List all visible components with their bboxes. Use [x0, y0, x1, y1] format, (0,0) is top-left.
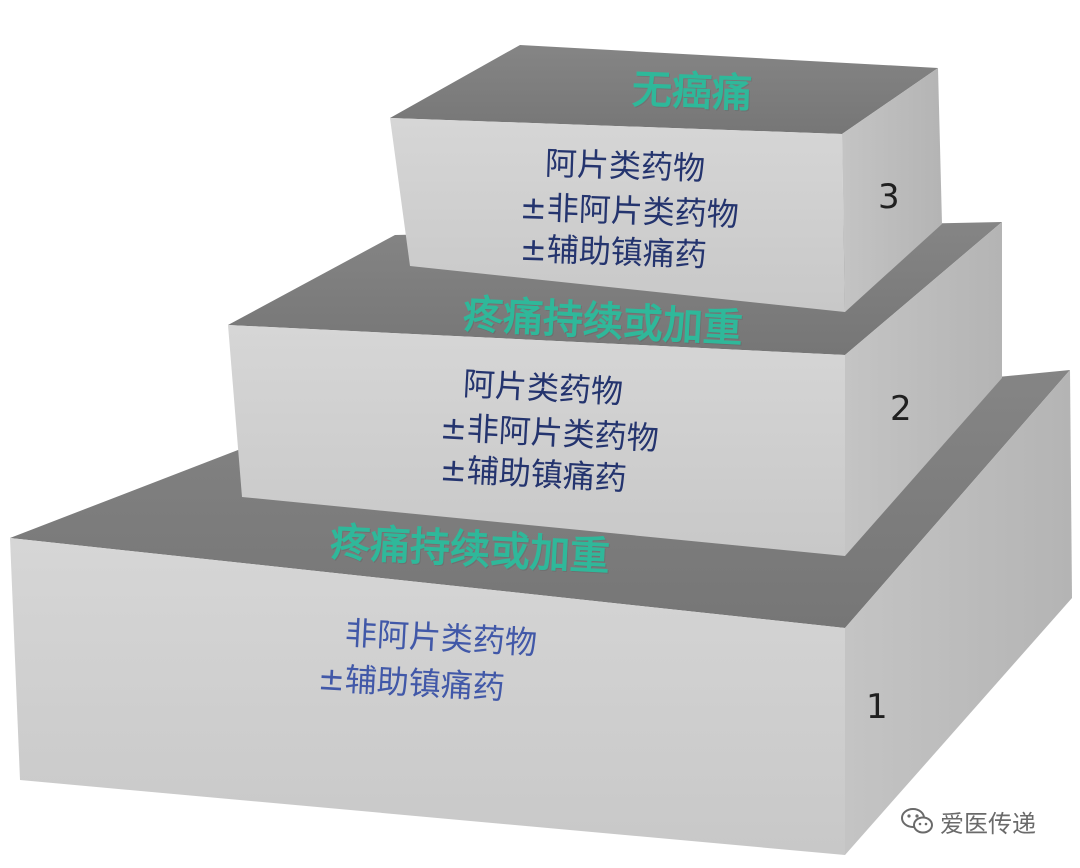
- step-1-front-face: [10, 538, 845, 855]
- step-2-side-face: [845, 222, 1002, 556]
- step-1-number: 1: [866, 687, 888, 727]
- step-block-3: [390, 45, 942, 312]
- step-2-front-face: [228, 325, 845, 556]
- step-3-side-face: [842, 68, 942, 312]
- step-3-drug-3: ±辅助镇痛药: [519, 229, 708, 275]
- step-3-top-label: 无癌痛: [631, 66, 753, 118]
- step-2-drug-3: ±辅助镇痛药: [439, 450, 628, 498]
- step-1-drug-1: 非阿片类药物: [344, 614, 538, 662]
- step-3-front-face: [390, 118, 845, 312]
- watermark-text: 爱医传递: [940, 809, 1036, 838]
- step-2-drug-1: 阿片类药物: [462, 364, 624, 412]
- wechat-icon: [900, 807, 934, 835]
- step-3-number: 3: [878, 177, 900, 217]
- step-1-side-face: [845, 370, 1072, 855]
- step-3-drug-2: ±非阿片类药物: [519, 188, 740, 234]
- watermark: 爱医传递: [900, 805, 1036, 838]
- step-1-drug-2: ±辅助镇痛药: [317, 659, 506, 707]
- step-2-number: 2: [890, 389, 912, 429]
- step-3-top-face: [390, 45, 938, 134]
- step-3-drug-1: 阿片类药物: [544, 144, 706, 188]
